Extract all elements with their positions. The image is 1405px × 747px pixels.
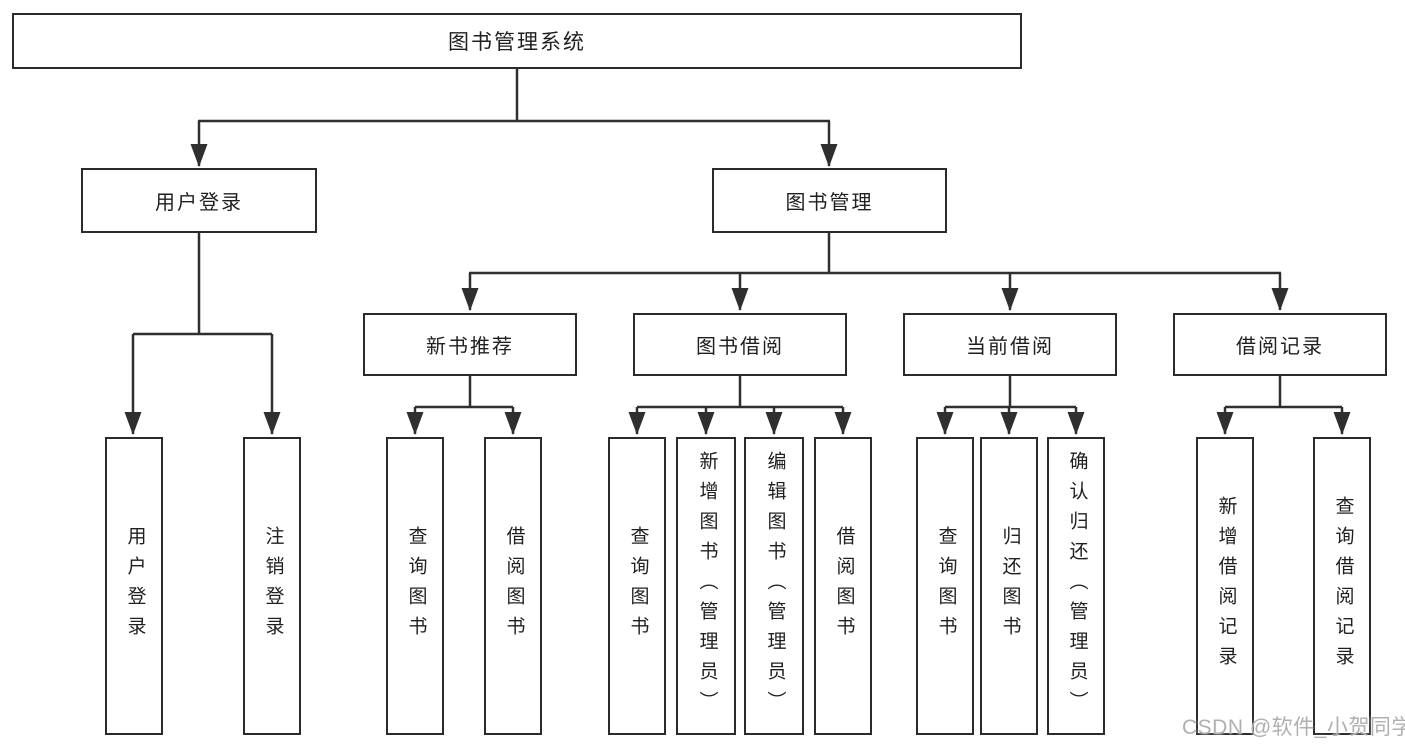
node-label: 注销登录 <box>262 526 284 646</box>
node-label: 确认归还（管理员） <box>1066 451 1088 721</box>
node-current-borrowing: 当前借阅 <box>903 313 1117 376</box>
node-edit-book-admin: 编辑图书（管理员） <box>744 437 804 735</box>
node-label: 用户登录 <box>124 526 146 646</box>
node-query-books-current: 查询图书 <box>916 437 974 735</box>
node-label: 新增借阅记录 <box>1215 496 1237 676</box>
node-user-login-leaf: 用户登录 <box>105 437 163 735</box>
node-label: 查询图书 <box>935 526 957 646</box>
node-book-borrowing: 图书借阅 <box>633 313 847 376</box>
node-query-books-borrow: 查询图书 <box>608 437 666 735</box>
node-add-borrow-record: 新增借阅记录 <box>1196 437 1254 735</box>
node-label: 查询借阅记录 <box>1332 496 1354 676</box>
node-label: 用户登录 <box>155 192 243 214</box>
node-logout: 注销登录 <box>243 437 301 735</box>
node-add-book-admin: 新增图书（管理员） <box>676 437 736 735</box>
node-query-books-recommend: 查询图书 <box>386 437 444 735</box>
node-label: 编辑图书（管理员） <box>764 451 786 721</box>
node-label: 查询图书 <box>405 526 427 646</box>
node-label: 归还图书 <box>999 526 1021 646</box>
csdn-watermark: CSDN @软件_小贺同学 <box>1182 716 1405 739</box>
node-return-books: 归还图书 <box>980 437 1038 735</box>
node-confirm-return-admin: 确认归还（管理员） <box>1047 437 1105 735</box>
node-label: 图书借阅 <box>696 336 784 358</box>
node-label: 查询图书 <box>627 526 649 646</box>
node-library-management-system: 图书管理系统 <box>12 13 1022 69</box>
node-label: 图书管理 <box>785 192 874 214</box>
node-user-login: 用户登录 <box>81 168 317 233</box>
node-label: 图书管理系统 <box>448 31 586 54</box>
node-label: 新增图书（管理员） <box>696 451 718 721</box>
node-borrow-books-leaf: 借阅图书 <box>814 437 872 735</box>
node-new-book-recommend: 新书推荐 <box>363 313 577 376</box>
node-query-borrow-record: 查询借阅记录 <box>1313 437 1371 735</box>
node-borrowing-records: 借阅记录 <box>1173 313 1387 376</box>
node-label: 当前借阅 <box>966 336 1054 358</box>
node-label: 借阅记录 <box>1236 336 1324 358</box>
node-borrow-books-recommend: 借阅图书 <box>484 437 542 735</box>
node-label: 借阅图书 <box>833 526 855 646</box>
node-label: 借阅图书 <box>503 526 525 646</box>
node-book-management: 图书管理 <box>712 168 947 233</box>
node-label: 新书推荐 <box>426 336 514 358</box>
